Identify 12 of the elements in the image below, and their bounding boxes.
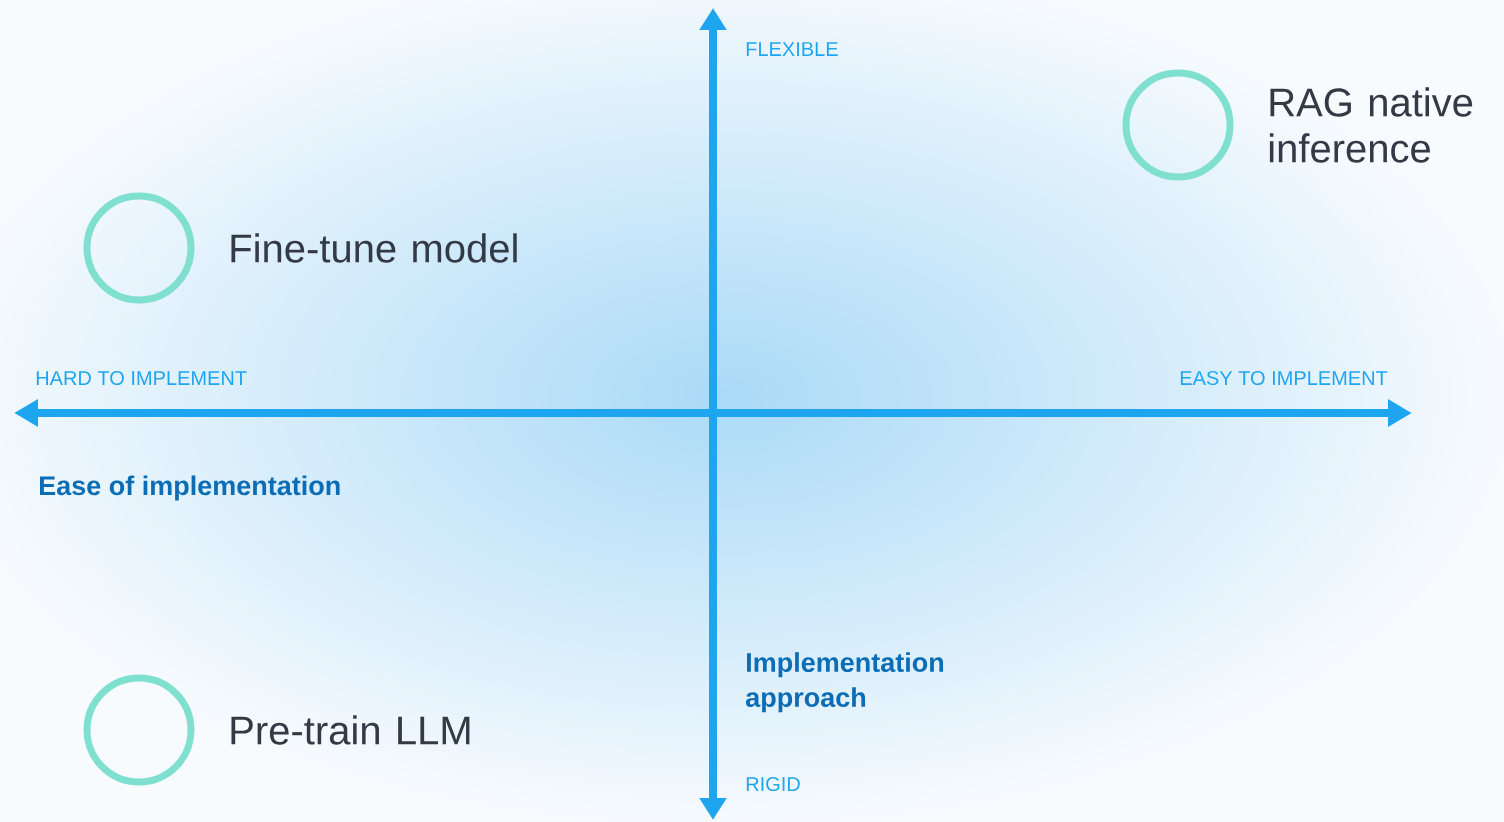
ring-marker — [83, 674, 195, 786]
option-label: Fine-tune model — [231, 233, 517, 263]
ring-marker — [83, 192, 195, 304]
axis-title: Implementation approach — [746, 652, 944, 713]
option-label: RAG native inference — [1269, 87, 1473, 163]
axis-end-label: EASY TO IMPLEMENT — [1180, 370, 1388, 386]
ring-marker — [1122, 69, 1234, 181]
axis-end-label: RIGID — [746, 776, 800, 792]
axis-end-label: FLEXIBLE — [746, 42, 838, 56]
axis-title: Ease of implementation — [40, 475, 340, 501]
option-label: Pre-train LLM — [231, 715, 470, 745]
axis-end-label: HARD TO IMPLEMENT — [36, 370, 247, 386]
